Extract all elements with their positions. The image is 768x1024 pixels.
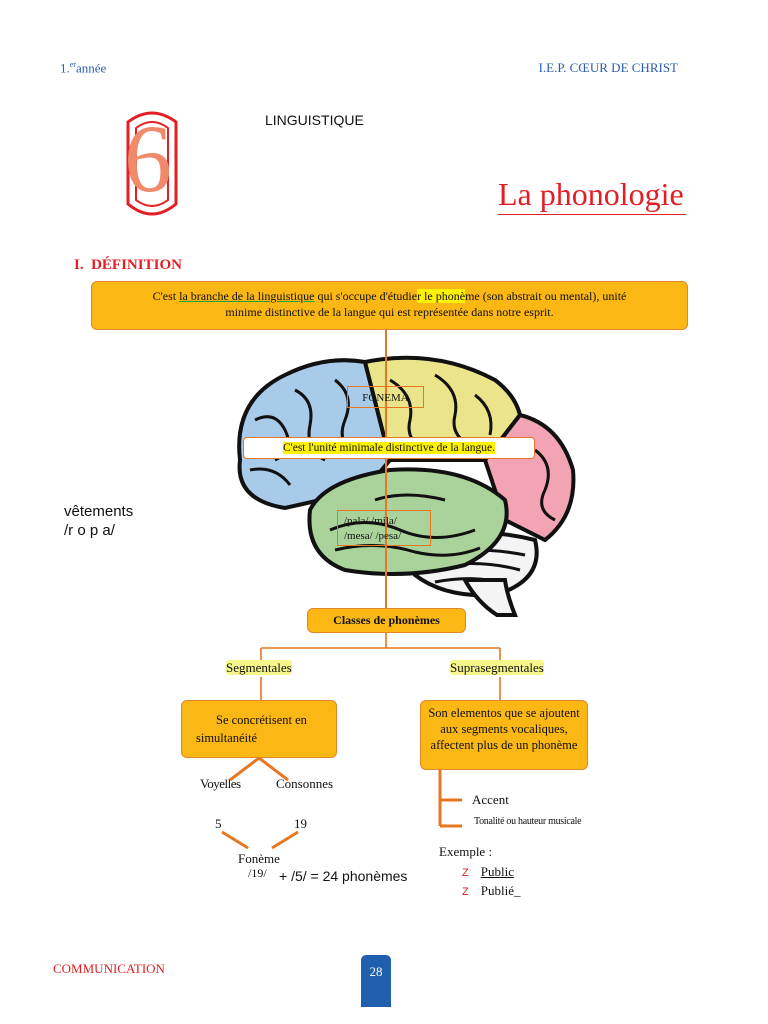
example-label: Exemple : xyxy=(439,844,493,859)
chapter-number-frame xyxy=(126,111,178,216)
brain-parietal-lobe xyxy=(362,355,523,462)
consonants-label: Consonnes xyxy=(276,776,334,791)
brain-stem xyxy=(461,578,518,617)
phoneme-label: Fonème xyxy=(238,851,280,866)
examples-line-1: /pala/ /mila/ xyxy=(344,515,397,527)
segmental-desc-line-1: Se concrétisent en xyxy=(216,713,307,727)
chapter-number: 6 xyxy=(124,105,172,212)
brain-frontal-lobe xyxy=(237,358,393,511)
vowels-count: 5 xyxy=(215,816,222,831)
side-example-phonetic: /r o p a/ xyxy=(64,522,115,539)
chapter-subject: LINGUISTIQUE xyxy=(265,112,364,128)
unit-definition-box: C'est l'unité minimale distinctive de la… xyxy=(243,437,535,459)
phoneme-formula-b: + /5/ = 24 phonèmes xyxy=(279,868,408,884)
chapter-title: La phonologie xyxy=(498,176,684,212)
segmental-description-box: Se concrétisent en simultanéité xyxy=(181,700,337,758)
title-underline xyxy=(498,214,686,216)
example-item-1: zPublic xyxy=(462,864,514,879)
side-example: vêtements /r o p a/ xyxy=(64,502,133,540)
suprasegmental-label: Suprasegmentales xyxy=(450,660,544,675)
section-heading: I. DÉFINITION xyxy=(74,257,182,273)
page-number-badge: 28 xyxy=(361,955,391,1007)
main-connector-line xyxy=(385,330,387,609)
phoneme-formula-a: /19/ xyxy=(248,866,267,880)
accent-label: Accent xyxy=(472,792,509,807)
side-example-word: vêtements xyxy=(64,503,134,520)
vowels-label: Voyelles xyxy=(200,776,241,791)
header-year: 1.erannée xyxy=(60,60,107,76)
segmental-label: Segmentales xyxy=(226,660,292,675)
fonema-label: FONEMA xyxy=(347,386,424,408)
examples-line-2: /mesa/ /pesa/ xyxy=(344,530,402,542)
phoneme-examples-box: /pala/ /mila/ /mesa/ /pesa/ xyxy=(337,510,431,546)
footer-left: COMMUNICATION xyxy=(53,961,165,976)
tone-label: Tonalité ou hauteur musicale xyxy=(474,816,582,827)
segmental-desc-line-2: simultanéité xyxy=(196,731,258,745)
classes-box: Classes de phonèmes xyxy=(307,608,466,633)
definition-box: C'est la branche de la linguistique qui … xyxy=(91,281,688,330)
chapter-number-graphic: 6 xyxy=(112,105,192,224)
consonants-count: 19 xyxy=(294,816,307,831)
suprasegmental-description-box: Son elementos que se ajoutent aux segmen… xyxy=(420,700,588,770)
example-item-2: zPublié_ xyxy=(462,883,521,898)
header-school: I.E.P. CŒUR DE CHRIST xyxy=(538,60,678,75)
